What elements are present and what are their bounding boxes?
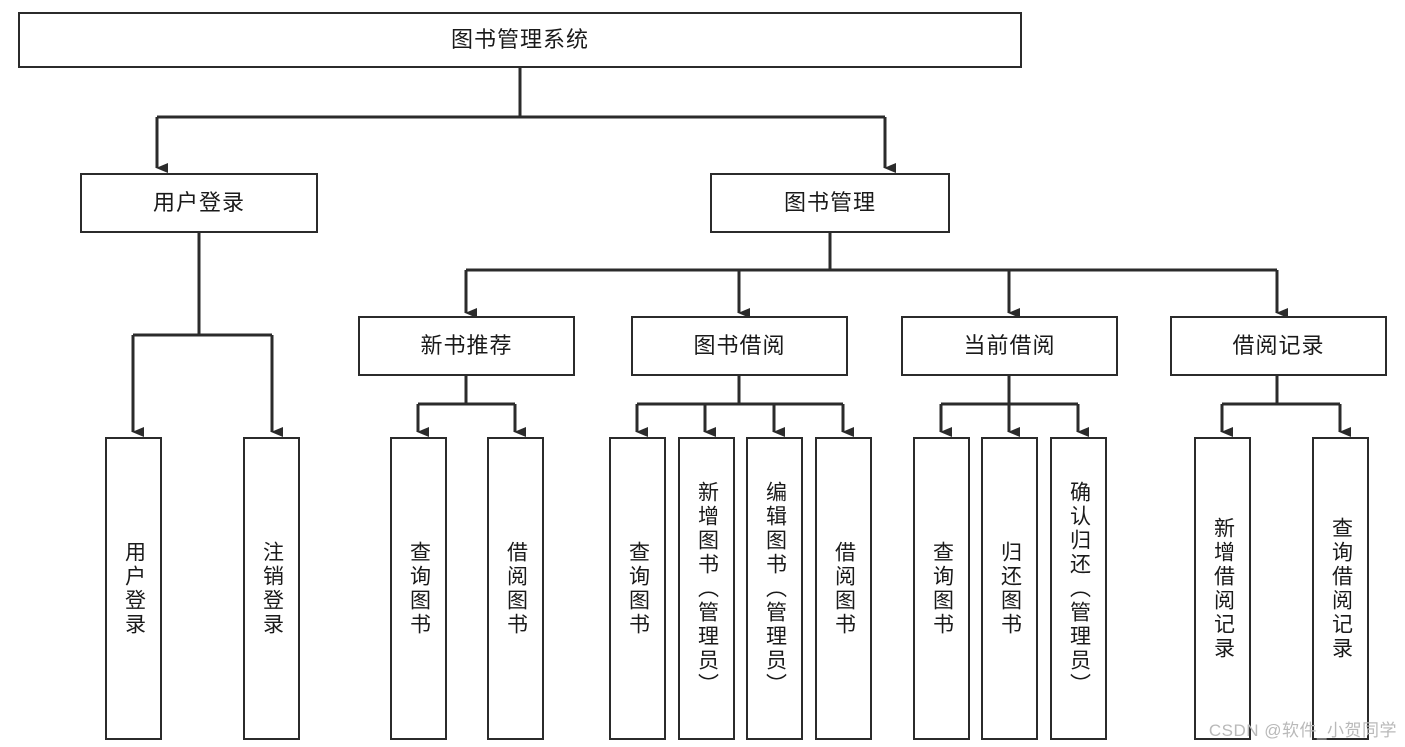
node-root-system[interactable]: 图书管理系统 xyxy=(18,12,1022,68)
leaf-user-login-logout[interactable]: 注销登录 xyxy=(243,437,300,740)
leaf-borrow-record-query-label: 查询借阅记录 xyxy=(1329,516,1353,661)
node-user-login[interactable]: 用户登录 xyxy=(80,173,318,233)
leaf-user-login-logout-label: 注销登录 xyxy=(260,540,284,637)
leaf-book-borrow-borrow-label: 借阅图书 xyxy=(832,540,856,637)
leaf-user-login-login-label: 用户登录 xyxy=(122,540,146,637)
leaf-book-borrow-borrow[interactable]: 借阅图书 xyxy=(815,437,872,740)
leaf-new-book-borrow-label: 借阅图书 xyxy=(504,540,528,637)
leaf-new-book-query-label: 查询图书 xyxy=(407,540,431,637)
leaf-book-borrow-add[interactable]: 新增图书（管理员） xyxy=(678,437,735,740)
leaf-new-book-query[interactable]: 查询图书 xyxy=(390,437,447,740)
node-new-book-recommend-label: 新书推荐 xyxy=(420,332,513,358)
node-book-management-label: 图书管理 xyxy=(783,189,876,215)
leaf-current-borrow-confirm-return[interactable]: 确认归还（管理员） xyxy=(1050,437,1107,740)
leaf-book-borrow-query[interactable]: 查询图书 xyxy=(609,437,666,740)
node-borrow-record[interactable]: 借阅记录 xyxy=(1170,316,1387,376)
leaf-current-borrow-return-label: 归还图书 xyxy=(998,540,1022,637)
leaf-borrow-record-query[interactable]: 查询借阅记录 xyxy=(1312,437,1369,740)
node-current-borrow[interactable]: 当前借阅 xyxy=(901,316,1118,376)
node-book-borrow-label: 图书借阅 xyxy=(693,332,786,358)
leaf-book-borrow-query-label: 查询图书 xyxy=(626,540,650,637)
node-borrow-record-label: 借阅记录 xyxy=(1232,332,1325,358)
node-new-book-recommend[interactable]: 新书推荐 xyxy=(358,316,575,376)
node-user-login-label: 用户登录 xyxy=(152,189,245,215)
node-root-system-label: 图书管理系统 xyxy=(450,26,589,52)
node-book-borrow[interactable]: 图书借阅 xyxy=(631,316,848,376)
leaf-book-borrow-edit[interactable]: 编辑图书（管理员） xyxy=(746,437,803,740)
leaf-borrow-record-add[interactable]: 新增借阅记录 xyxy=(1194,437,1251,740)
leaf-book-borrow-add-label: 新增图书（管理员） xyxy=(695,480,719,697)
node-current-borrow-label: 当前借阅 xyxy=(963,332,1056,358)
leaf-current-borrow-query-label: 查询图书 xyxy=(930,540,954,637)
leaf-current-borrow-return[interactable]: 归还图书 xyxy=(981,437,1038,740)
csdn-watermark: CSDN @软件_小贺同学 xyxy=(1208,721,1397,740)
leaf-current-borrow-query[interactable]: 查询图书 xyxy=(913,437,970,740)
leaf-borrow-record-add-label: 新增借阅记录 xyxy=(1211,516,1235,661)
leaf-current-borrow-confirm-return-label: 确认归还（管理员） xyxy=(1067,480,1091,697)
leaf-new-book-borrow[interactable]: 借阅图书 xyxy=(487,437,544,740)
leaf-book-borrow-edit-label: 编辑图书（管理员） xyxy=(763,480,787,697)
leaf-user-login-login[interactable]: 用户登录 xyxy=(105,437,162,740)
node-book-management[interactable]: 图书管理 xyxy=(710,173,950,233)
